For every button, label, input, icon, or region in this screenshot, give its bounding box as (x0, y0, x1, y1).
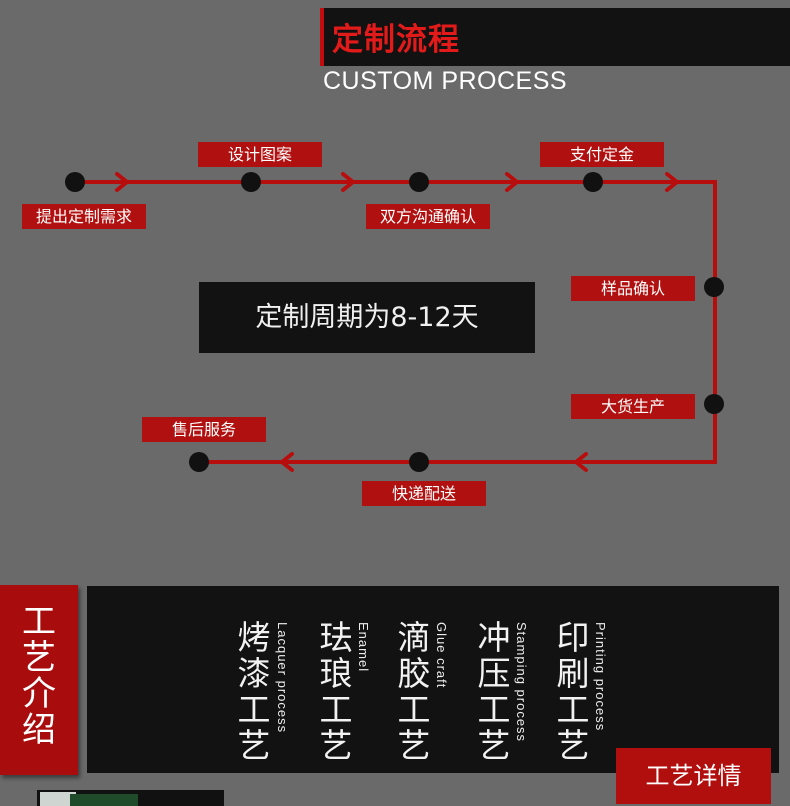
craft-printing-cn: 印刷工艺 (555, 620, 591, 764)
node-dot-icon (409, 452, 429, 472)
node-dot-icon (241, 172, 261, 192)
node-dot-icon (189, 452, 209, 472)
craft-enamel-cn: 珐琅工艺 (318, 620, 354, 764)
step-label-aftersales: 售后服务 (142, 417, 266, 442)
craft-glue-cn: 滴胶工艺 (396, 620, 432, 764)
node-dot-icon (65, 172, 85, 192)
craft-section-title: 工艺介绍 (18, 604, 60, 748)
step-label-sample: 样品确认 (571, 276, 695, 301)
craft-printing-en: Printing process (593, 622, 608, 731)
craft-lacquer-cn: 烤漆工艺 (236, 620, 272, 764)
step-label-production: 大货生产 (571, 394, 695, 419)
cycle-note: 定制周期为8-12天 (199, 282, 535, 353)
step-label-deposit: 支付定金 (540, 142, 664, 167)
node-dot-icon (704, 394, 724, 414)
thumbnail-green-area (70, 794, 138, 806)
step-label-request: 提出定制需求 (22, 204, 146, 229)
craft-detail-button[interactable]: 工艺详情 (616, 748, 771, 804)
craft-stamping-cn: 冲压工艺 (476, 620, 512, 764)
step-label-design: 设计图案 (198, 142, 322, 167)
step-label-delivery: 快递配送 (362, 481, 486, 506)
node-dot-icon (409, 172, 429, 192)
craft-stamping-en: Stamping process (514, 622, 529, 742)
craft-enamel-en: Enamel (356, 622, 371, 672)
node-dot-icon (704, 277, 724, 297)
craft-lacquer-en: Lacquer process (275, 622, 290, 733)
node-dot-icon (583, 172, 603, 192)
craft-glue-en: Glue craft (434, 622, 449, 688)
craft-panel (87, 586, 779, 773)
step-label-confirm: 双方沟通确认 (366, 204, 490, 229)
